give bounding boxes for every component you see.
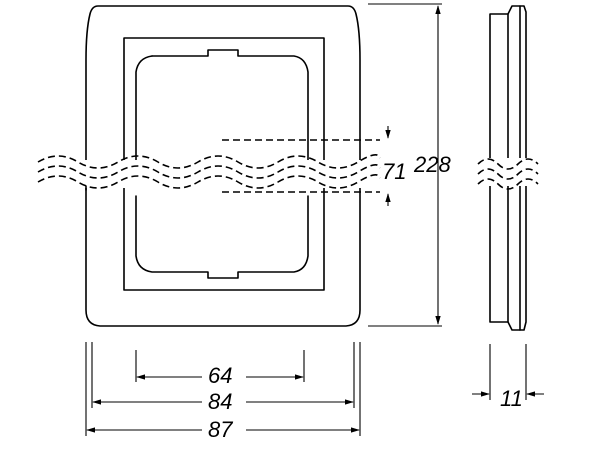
side-break-top xyxy=(477,158,539,170)
side-break-bottom xyxy=(477,178,539,190)
opening-top xyxy=(151,49,309,165)
opening-height-label: 71 xyxy=(382,159,406,184)
front-view xyxy=(37,5,400,327)
side-break-mid xyxy=(477,168,539,180)
break-line-mid xyxy=(37,164,381,179)
height-dimensions: 71 228 xyxy=(368,3,451,327)
width-dimensions: 64 84 87 xyxy=(85,342,361,442)
depth-label: 11 xyxy=(500,386,523,411)
side-view: 11 xyxy=(470,5,550,411)
opening-top-left xyxy=(135,55,153,165)
total-width-label: 87 xyxy=(208,417,233,442)
side-profile xyxy=(489,5,527,331)
height-total-label: 228 xyxy=(413,152,451,177)
opening-bottom xyxy=(135,195,309,279)
inner-width-label: 64 xyxy=(208,363,232,388)
inner-frame xyxy=(123,37,325,291)
outer-frame xyxy=(85,5,361,327)
mid-width-label: 84 xyxy=(208,389,232,414)
break-line-top xyxy=(37,154,381,169)
break-line-bottom xyxy=(37,174,381,189)
